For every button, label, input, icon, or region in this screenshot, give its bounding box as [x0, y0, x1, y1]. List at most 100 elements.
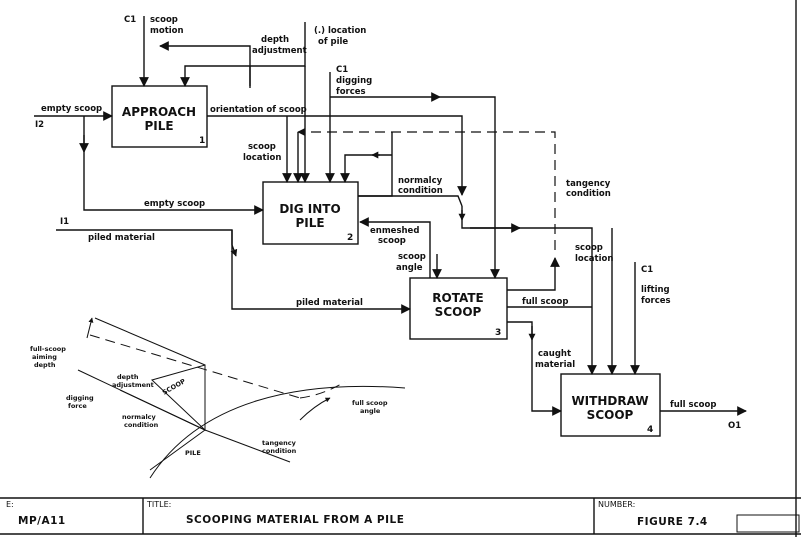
- label-empty-scoop-mid: empty scoop: [144, 199, 205, 209]
- tb-title-head: TITLE:: [146, 500, 171, 509]
- sketch-label-tangency-1: tangency: [262, 439, 297, 447]
- arrow-normalcy-loop-a: [358, 132, 393, 197]
- arrow-scoop-location-feedback: [297, 127, 556, 250]
- sketch-label-depth-adjustment-1: depth: [117, 373, 139, 381]
- label-enmeshed-1: enmeshed: [370, 226, 419, 236]
- box-dig-title-1: DIG INTO: [279, 202, 340, 216]
- label-scoop-location-2: location: [243, 153, 281, 163]
- sketch-angle-arrow: [299, 397, 331, 421]
- box-rotate-scoop: ROTATE SCOOP 3: [409, 277, 508, 340]
- label-i2: I2: [35, 120, 44, 130]
- arrow-scoop-loc-up: [507, 257, 560, 291]
- label-scoop-location-1: scoop: [248, 142, 276, 152]
- label-c1-lift: C1: [641, 265, 653, 275]
- label-normalcy-1: normalcy: [398, 176, 443, 186]
- sketch-label-normalcy-2: condition: [124, 421, 159, 429]
- label-lifting-2: forces: [641, 296, 671, 306]
- label-depth-adjustment-2: adjustment: [252, 46, 307, 56]
- sketch-label-digging-force-1: digging: [66, 394, 94, 402]
- arrow-orientation: [207, 115, 467, 196]
- label-tangency-1: tangency: [566, 179, 611, 189]
- arrow-location-of-pile: [180, 22, 306, 87]
- title-block: E: MP/A11 TITLE: SCOOPING MATERIAL FROM …: [0, 497, 801, 535]
- label-location-pile-2: of pile: [318, 37, 348, 47]
- sketch-label-full-scoop-aiming-3: depth: [34, 361, 56, 369]
- label-scoop-angle-1: scoop: [398, 252, 426, 262]
- label-c1-dig: C1: [336, 65, 348, 75]
- arrow-piled-to-dig: [230, 230, 238, 257]
- sketch-scoop-body: [151, 364, 206, 432]
- box-rotate-title-1: ROTATE: [432, 291, 483, 305]
- label-scoop-motion-2: motion: [150, 26, 184, 36]
- label-i1: I1: [60, 217, 69, 227]
- label-o1: O1: [728, 421, 741, 431]
- label-digging-forces-1: digging: [336, 76, 372, 86]
- sketch-label-digging-force-2: force: [68, 402, 87, 410]
- label-scoop-location-right-1: scoop: [575, 243, 603, 253]
- box-withdraw-title-2: SCOOP: [587, 408, 634, 422]
- label-piled-material-in: piled material: [88, 233, 155, 243]
- sketch-label-normalcy-1: normalcy: [122, 413, 157, 421]
- arrow-labels: C1 scoop motion depth adjustment (.) loc…: [35, 15, 741, 431]
- sketch-force-line: [149, 429, 206, 471]
- sketch-dashed-curve: [299, 381, 346, 399]
- tb-node-head: E:: [6, 500, 14, 509]
- label-depth-adjustment-1: depth: [261, 35, 289, 45]
- box-withdraw-title-1: WITHDRAW: [571, 394, 648, 408]
- box-approach-number: 1: [199, 136, 205, 146]
- sketch-label-full-scoop-aiming-2: aiming: [32, 353, 57, 361]
- label-full-scoop-out: full scoop: [670, 400, 716, 410]
- label-digging-forces-2: forces: [336, 87, 366, 97]
- label-scoop-angle-2: angle: [396, 263, 423, 273]
- box-approach-pile: APPROACH PILE 1: [111, 85, 208, 148]
- label-piled-material-mid: piled material: [296, 298, 363, 308]
- label-scoop-location-right-2: location: [575, 254, 613, 264]
- arrow-enmeshed-scoop: [359, 217, 431, 278]
- label-location-pile-1: (.) location: [314, 26, 366, 36]
- box-dig-into-pile: DIG INTO PILE 2: [262, 181, 359, 245]
- label-empty-scoop-in: empty scoop: [41, 104, 102, 114]
- sketch-pile-curve: [149, 385, 406, 479]
- sketch-label-full-scoop-aiming-1: full-scoop: [30, 345, 66, 353]
- sketch-aiming-arrow: [86, 317, 94, 339]
- tb-title-value: SCOOPING MATERIAL FROM A PILE: [186, 514, 404, 526]
- sketch-normal-line: [119, 389, 206, 431]
- box-rotate-title-2: SCOOP: [435, 305, 482, 319]
- sketch-dashed-line: [89, 334, 301, 399]
- label-lifting-1: lifting: [641, 285, 670, 295]
- tb-number-head: NUMBER:: [598, 500, 635, 509]
- sketch-label-pile: PILE: [185, 449, 201, 457]
- label-normalcy-2: condition: [398, 186, 443, 196]
- arrow-piled-material-in: [56, 229, 411, 314]
- box-withdraw-number: 4: [647, 425, 653, 435]
- label-tangency-2: condition: [566, 189, 611, 199]
- sketch-scoop-arm: [94, 317, 206, 366]
- arrow-normalcy-to-rotate: [358, 195, 463, 207]
- label-orientation: orientation of scoop: [210, 105, 307, 115]
- box-approach-title-1: APPROACH: [122, 105, 196, 119]
- label-caught-2: material: [535, 360, 575, 370]
- label-caught-1: caught: [538, 349, 571, 359]
- tb-number-value: FIGURE 7.4: [637, 516, 708, 528]
- label-enmeshed-2: scoop: [378, 236, 406, 246]
- box-dig-title-2: PILE: [295, 216, 324, 230]
- label-scoop-motion-1: scoop: [150, 15, 178, 25]
- arrow-caught-material: [507, 321, 562, 416]
- arrow-digging-to-rotate: [440, 96, 500, 279]
- box-withdraw-scoop: WITHDRAW SCOOP 4: [560, 373, 661, 437]
- label-c1-top: C1: [124, 15, 136, 25]
- sketch-label-scoop: SCOOP: [161, 377, 187, 397]
- box-rotate-number: 3: [495, 328, 501, 338]
- sketch-label-full-scoop-angle-1: full scoop: [352, 399, 388, 407]
- box-dig-number: 2: [347, 233, 353, 243]
- tb-node-value: MP/A11: [18, 515, 66, 527]
- box-approach-title-2: PILE: [144, 119, 173, 133]
- arrows: [34, 16, 747, 416]
- sketch-label-tangency-2: condition: [262, 447, 297, 455]
- scoop-sketch: full-scoop aiming depth depth adjustment…: [30, 317, 406, 479]
- arrow-normalcy-loop-b: [340, 154, 392, 183]
- sketch-tangency-line: [204, 429, 291, 463]
- label-full-scoop-mid: full scoop: [522, 297, 568, 307]
- sketch-label-full-scoop-angle-2: angle: [360, 407, 381, 415]
